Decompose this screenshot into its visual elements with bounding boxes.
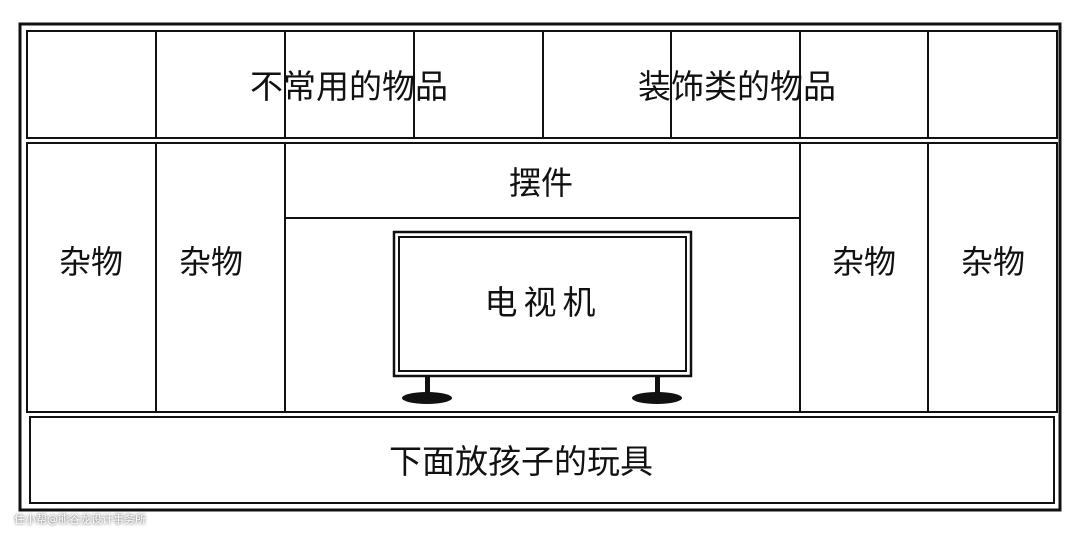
top-left-label: 不常用的物品: [250, 67, 448, 106]
outer-frame: [18, 22, 1062, 512]
watermark: 住小帮@熊谷龙设计事务所: [14, 513, 146, 526]
left-inner-label: 杂物: [179, 243, 243, 281]
bottom-label: 下面放孩子的玩具: [389, 442, 653, 481]
ornament-label: 摆件: [509, 164, 573, 202]
left-outer-label: 杂物: [59, 243, 123, 281]
right-outer-label: 杂物: [961, 243, 1025, 281]
right-inner-label: 杂物: [832, 243, 896, 281]
bottom-row-box: [29, 416, 1055, 504]
tv-label: 电视机: [485, 283, 602, 322]
middle-row-box: [26, 142, 1058, 413]
tv-icon: [392, 230, 693, 404]
top-row-dividers: [155, 31, 929, 138]
middle-row-dividers: [155, 143, 929, 412]
top-right-label: 装饰类的物品: [638, 67, 836, 106]
